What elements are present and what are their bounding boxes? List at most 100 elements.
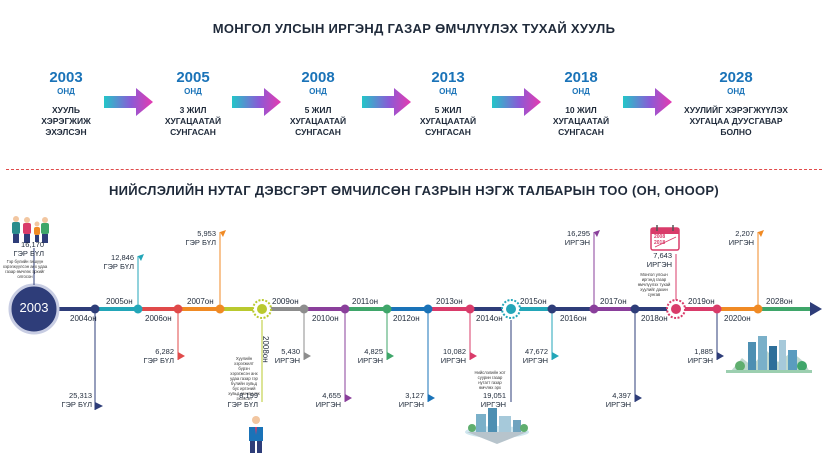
milestone-ond: ОНД: [57, 87, 75, 96]
milestone-2028: 2028 ОНД ХУУЛИЙГ ХЭРЭГЖҮҮЛЭХ ХУГАЦАА ДУУ…: [672, 70, 800, 138]
milestone-ond: ОНД: [439, 87, 457, 96]
desc-line: 5 ЖИЛ: [304, 105, 332, 115]
value-unit: ИРГЭН: [646, 259, 672, 269]
calendar-year-1: 2008: [654, 234, 666, 240]
milestone-year: 2013: [431, 69, 465, 86]
year-label-2015: 2015он: [520, 297, 547, 306]
value-number: 8,199: [239, 391, 258, 400]
milestone-2005: 2005 ОНД 3 ЖИЛ ХУГАЦААТАЙ СУНГАСАН: [138, 70, 248, 138]
desc-line: СУНГАСАН: [295, 127, 341, 137]
value-unit: ГЭР БҮЛ: [13, 248, 44, 258]
milestone-desc: 3 ЖИЛ ХУГАЦААТАЙ СУНГАСАН: [138, 105, 248, 138]
value-2011: 4,825 ИРГЭН: [343, 347, 383, 365]
year-label-2010: 2010он: [312, 314, 339, 323]
value-unit: ИРГЭН: [398, 399, 424, 409]
desc-line: СУНГАСАН: [558, 127, 604, 137]
milestone-year: 2008: [301, 69, 335, 86]
milestone-2018: 2018 ОНД 10 ЖИЛ ХУГАЦААТАЙ СУНГАСАН: [526, 70, 636, 138]
value-unit: ИРГЭН: [357, 355, 383, 365]
year-label-2017: 2017он: [600, 297, 627, 306]
calendar-years: 2008 2018: [654, 234, 665, 246]
value-number: 4,397: [612, 391, 631, 400]
milestone-2003: 2003 ОНД ХУУЛЬ ХЭРЭГЖИЖ ЭХЭЛСЭН: [11, 70, 121, 138]
desc-line: ХУГАЦААТАЙ: [289, 116, 347, 126]
value-number: 47,672: [525, 347, 548, 356]
value-unit: ИРГЭН: [687, 355, 713, 365]
arrow-icon: [362, 88, 411, 116]
milestone-ond: ОНД: [309, 87, 327, 96]
value-2010: 4,655 ИРГЭН: [301, 391, 341, 409]
milestone-2013: 2013 ОНД 5 ЖИЛ ХУГАЦААТАЙ СУНГАСАН: [393, 70, 503, 138]
milestone-ond: ОНД: [184, 87, 202, 96]
value-number: 5,430: [281, 347, 300, 356]
value-number: 1,885: [694, 347, 713, 356]
section-separator: [6, 169, 822, 170]
value-number: 19,051: [483, 391, 506, 400]
milestone-year: 2028: [719, 69, 753, 86]
person-icon: [249, 416, 263, 453]
desc-line: СУНГАСАН: [425, 127, 471, 137]
value-2007: 5,953 ГЭР БҮЛ: [176, 229, 216, 247]
value-unit: ГЭР БҮЛ: [61, 399, 92, 409]
desc-line: ХУГАЦААТАЙ: [164, 116, 222, 126]
value-2005: 12,846 ГЭР БҮЛ: [94, 253, 134, 271]
value-unit: ИРГЭН: [274, 355, 300, 365]
value-2004: 25,313 ГЭР БҮЛ: [52, 391, 92, 409]
value-number: 4,825: [364, 347, 383, 356]
arrow-icon: [232, 88, 281, 116]
start-year-label: 2003: [19, 300, 49, 315]
city-island-icon: [465, 408, 529, 444]
value-2015: 47,672 ИРГЭН: [508, 347, 548, 365]
value-2016: 16,295 ИРГЭН: [550, 229, 590, 247]
value-number: 25,313: [69, 391, 92, 400]
year-label-2009: 2009он: [272, 297, 299, 306]
arrow-icon: [104, 88, 153, 116]
milestone-2008: 2008 ОНД 5 ЖИЛ ХУГАЦААТАЙ СУНГАСАН: [263, 70, 373, 138]
milestone-ond: ОНД: [572, 87, 590, 96]
desc-line: ХУГАЦААТАЙ: [552, 116, 610, 126]
family-icon: [12, 216, 49, 243]
year-label-2006: 2006он: [145, 314, 172, 323]
milestone-desc: 10 ЖИЛ ХУГАЦААТАЙ СУНГАСАН: [526, 105, 636, 138]
value-unit: ИРГЭН: [315, 399, 341, 409]
year-label-2011: 2011он: [352, 297, 379, 306]
desc-line: 5 ЖИЛ: [434, 105, 462, 115]
value-2008: 8,199 ГЭР БҮЛ: [218, 391, 258, 409]
value-number: 3,127: [405, 391, 424, 400]
timeline-arrow-head: [810, 302, 822, 316]
value-number: 6,282: [155, 347, 174, 356]
value-2012: 3,127 ИРГЭН: [384, 391, 424, 409]
value-number: 4,655: [322, 391, 341, 400]
milestone-year: 2018: [564, 69, 598, 86]
drop-lines: [33, 230, 764, 410]
year-label-2007: 2007он: [187, 297, 214, 306]
desc-line: ХУУЛЬ: [52, 105, 80, 115]
value-unit: ГЭР БҮЛ: [227, 399, 258, 409]
milestone-ond: ОНД: [727, 87, 745, 96]
city-skyline-icon: [726, 336, 812, 373]
value-unit: ИРГЭН: [564, 237, 590, 247]
desc-line: ХЭРЭГЖИЖ: [41, 116, 91, 126]
value-unit: ИРГЭН: [605, 399, 631, 409]
note-2014: Нийслэлийн хот суурин газар нутагт газар…: [474, 370, 506, 390]
desc-line: СУНГАСАН: [170, 127, 216, 137]
milestone-desc: 5 ЖИЛ ХУГАЦААТАЙ СУНГАСАН: [393, 105, 503, 138]
year-label-2014: 2014он: [476, 314, 503, 323]
value-2003: 16,170 ГЭР БҮЛ: [0, 240, 44, 258]
value-number: 10,082: [443, 347, 466, 356]
value-2019: 1,885 ИРГЭН: [673, 347, 713, 365]
desc-line: 10 ЖИЛ: [565, 105, 597, 115]
milestone-year: 2003: [49, 69, 83, 86]
note-2008: Хуулийн хэрэгжилт бүрэн хэрэгжсэн анх уд…: [228, 356, 260, 401]
value-unit: ИРГЭН: [522, 355, 548, 365]
note-2003: Гэр бүлийн гишүүн хэрэгжүүлсэн анх удаа …: [2, 259, 48, 279]
value-2020: 2,207 ИРГЭН: [714, 229, 754, 247]
value-number: 7,643: [653, 251, 672, 260]
value-2018: 7,643 ИРГЭН: [632, 251, 672, 269]
year-label-2018: 2018он: [641, 314, 668, 323]
note-2018: Монгол улсын иргэнд газар өмчлүүлэх туха…: [637, 272, 671, 297]
milestone-desc: 5 ЖИЛ ХУГАЦААТАЙ СУНГАСАН: [263, 105, 373, 138]
value-unit: ИРГЭН: [440, 355, 466, 365]
year-label-2004: 2004он: [70, 314, 97, 323]
